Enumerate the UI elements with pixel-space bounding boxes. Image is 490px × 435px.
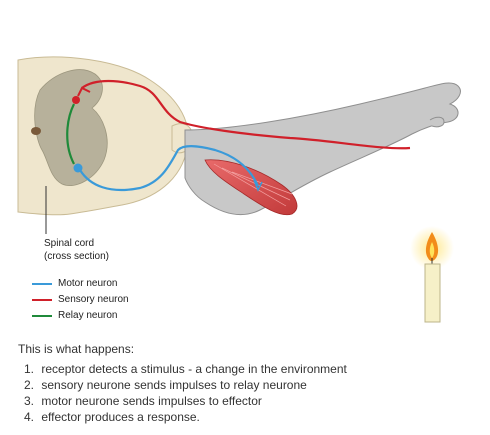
arm-icon: [184, 82, 461, 216]
candle-icon: [410, 226, 454, 323]
step-number: 2.: [24, 378, 35, 392]
step-number: 4.: [24, 410, 35, 424]
step-text: receptor detects a stimulus - a change i…: [41, 362, 347, 376]
legend-swatch-sensory: [32, 299, 52, 301]
legend-swatch-motor: [32, 283, 52, 285]
muscle-effector: [204, 159, 298, 216]
spinal-cord-grey-matter: [34, 69, 108, 186]
spinal-cord-label: Spinal cord (cross section): [44, 237, 109, 263]
legend-label-motor: Motor neuron: [58, 278, 118, 289]
relay-neuron: [66, 103, 75, 165]
step-item: 4. effector produces a response.: [24, 409, 347, 425]
arm-outline: [184, 82, 461, 215]
step-item: 2. sensory neurone sends impulses to rel…: [24, 377, 347, 393]
thumb: [429, 116, 445, 128]
legend-swatch-relay: [32, 315, 52, 317]
spinal-cord-label-line1: Spinal cord: [44, 238, 95, 249]
steps-list: 1. receptor detects a stimulus - a chang…: [24, 361, 347, 425]
reflex-arc-diagram: [17, 56, 461, 323]
step-text: effector produces a response.: [41, 410, 200, 424]
motor-neuron: [73, 145, 263, 192]
step-item: 3. motor neurone sends impulses to effec…: [24, 393, 347, 409]
legend-label-sensory: Sensory neuron: [58, 294, 129, 305]
step-number: 1.: [24, 362, 35, 376]
spinal-cord-label-line2: (cross section): [44, 251, 110, 262]
step-number: 3.: [24, 394, 35, 408]
step-text: sensory neurone sends impulses to relay …: [41, 378, 307, 392]
step-item: 1. receptor detects a stimulus - a chang…: [24, 361, 347, 377]
candle-body: [424, 263, 441, 323]
central-canal: [31, 127, 41, 135]
spinal-cord-icon: [17, 56, 193, 216]
legend-label-relay: Relay neuron: [58, 310, 118, 321]
step-text: motor neurone sends impulses to effector: [41, 394, 262, 408]
explanation-intro: This is what happens:: [18, 342, 135, 356]
sensory-neuron: [72, 79, 411, 150]
